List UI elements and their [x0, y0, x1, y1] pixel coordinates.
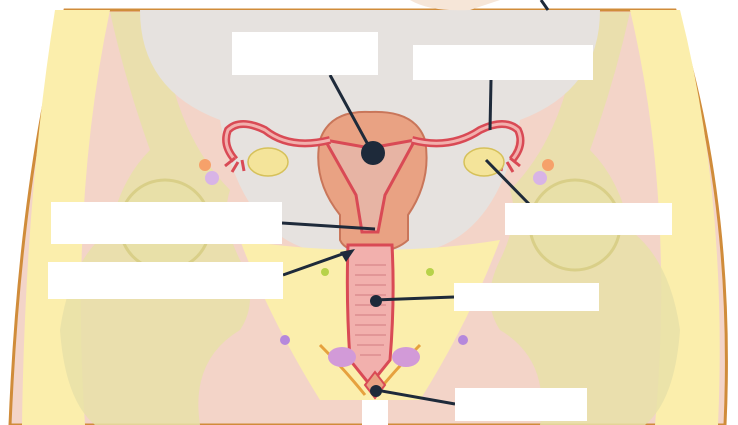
left-dot-purple	[280, 335, 290, 345]
label-box-fallopian-tube[interactable]	[413, 45, 593, 80]
right-lymph-node	[542, 159, 554, 171]
tube-leader	[490, 80, 491, 130]
label-box-cervix[interactable]	[51, 202, 282, 244]
right-bulb	[392, 347, 420, 367]
label-box-ovary[interactable]	[505, 203, 672, 235]
right-dot-green	[426, 268, 434, 276]
left-small-node	[205, 171, 219, 185]
opening-dot	[370, 385, 382, 397]
left-ovary	[248, 148, 288, 176]
right-dot-purple	[458, 335, 468, 345]
vagina-dot	[370, 295, 382, 307]
left-lymph-node	[199, 159, 211, 171]
left-dot-green	[321, 268, 329, 276]
leg-gap	[362, 400, 388, 425]
label-box-cervical-canal[interactable]	[48, 262, 283, 299]
fundus-dot	[361, 141, 385, 165]
right-small-node	[533, 171, 547, 185]
label-box-fundus[interactable]	[232, 32, 378, 75]
label-box-vaginal-opening[interactable]	[455, 388, 587, 421]
left-bulb	[328, 347, 356, 367]
label-box-vagina[interactable]	[454, 283, 599, 311]
